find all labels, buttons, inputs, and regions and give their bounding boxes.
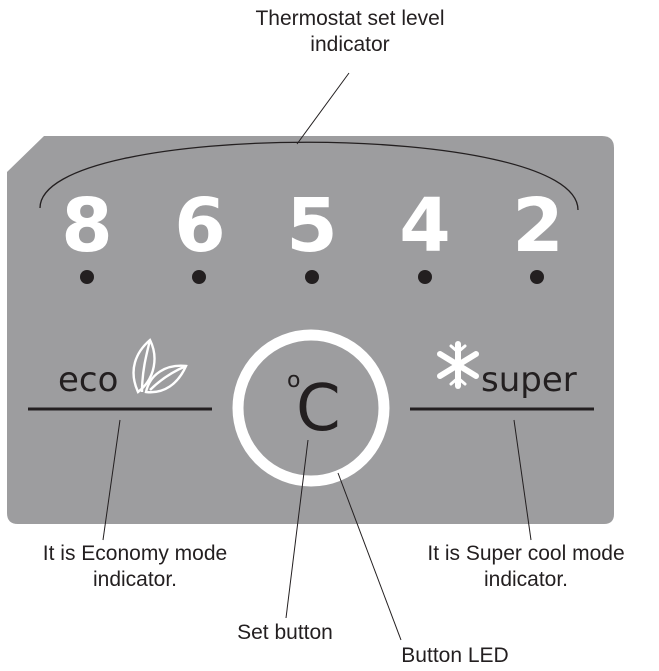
level-arc (39, 141, 579, 211)
leader-thermostat (296, 72, 350, 145)
callout-button-led: Button LED (401, 644, 509, 667)
snowflake-icon-tips (449, 344, 467, 386)
callout-thermostat-line2: indicator (310, 33, 390, 56)
leaf-icon (132, 338, 188, 394)
level-digit: 4 (399, 183, 451, 269)
super-label: super (481, 360, 577, 400)
callout-set-button: Set button (237, 621, 333, 644)
callout-eco: It is Economy mode indicator. (0, 541, 270, 593)
level-digit: 2 (512, 183, 564, 269)
callout-super-line1: It is Super cool mode (427, 542, 625, 565)
level-led (530, 270, 544, 284)
level-led (192, 270, 206, 284)
level-led (305, 270, 319, 284)
level-digit: 8 (61, 183, 113, 269)
level-led (80, 270, 94, 284)
leader-button-led (337, 472, 402, 641)
button-led-ring[interactable] (232, 329, 390, 487)
set-button[interactable]: C (296, 372, 341, 446)
leader-super (513, 419, 532, 541)
degree-symbol: o (287, 368, 301, 393)
callout-eco-line2: indicator. (92, 568, 178, 591)
level-digit: 6 (174, 183, 226, 269)
callout-eco-line1: It is Economy mode (42, 542, 228, 565)
eco-label: eco (58, 360, 119, 400)
leader-eco (102, 419, 121, 541)
callout-super: It is Super cool mode indicator. (393, 541, 659, 593)
callout-thermostat-line1: Thermostat set level (255, 7, 445, 30)
level-digit: 5 (286, 183, 338, 269)
level-led (418, 270, 432, 284)
callout-super-line2: indicator. (483, 568, 569, 591)
leader-set-button (285, 439, 309, 619)
callout-thermostat: Thermostat set level indicator (200, 6, 500, 58)
